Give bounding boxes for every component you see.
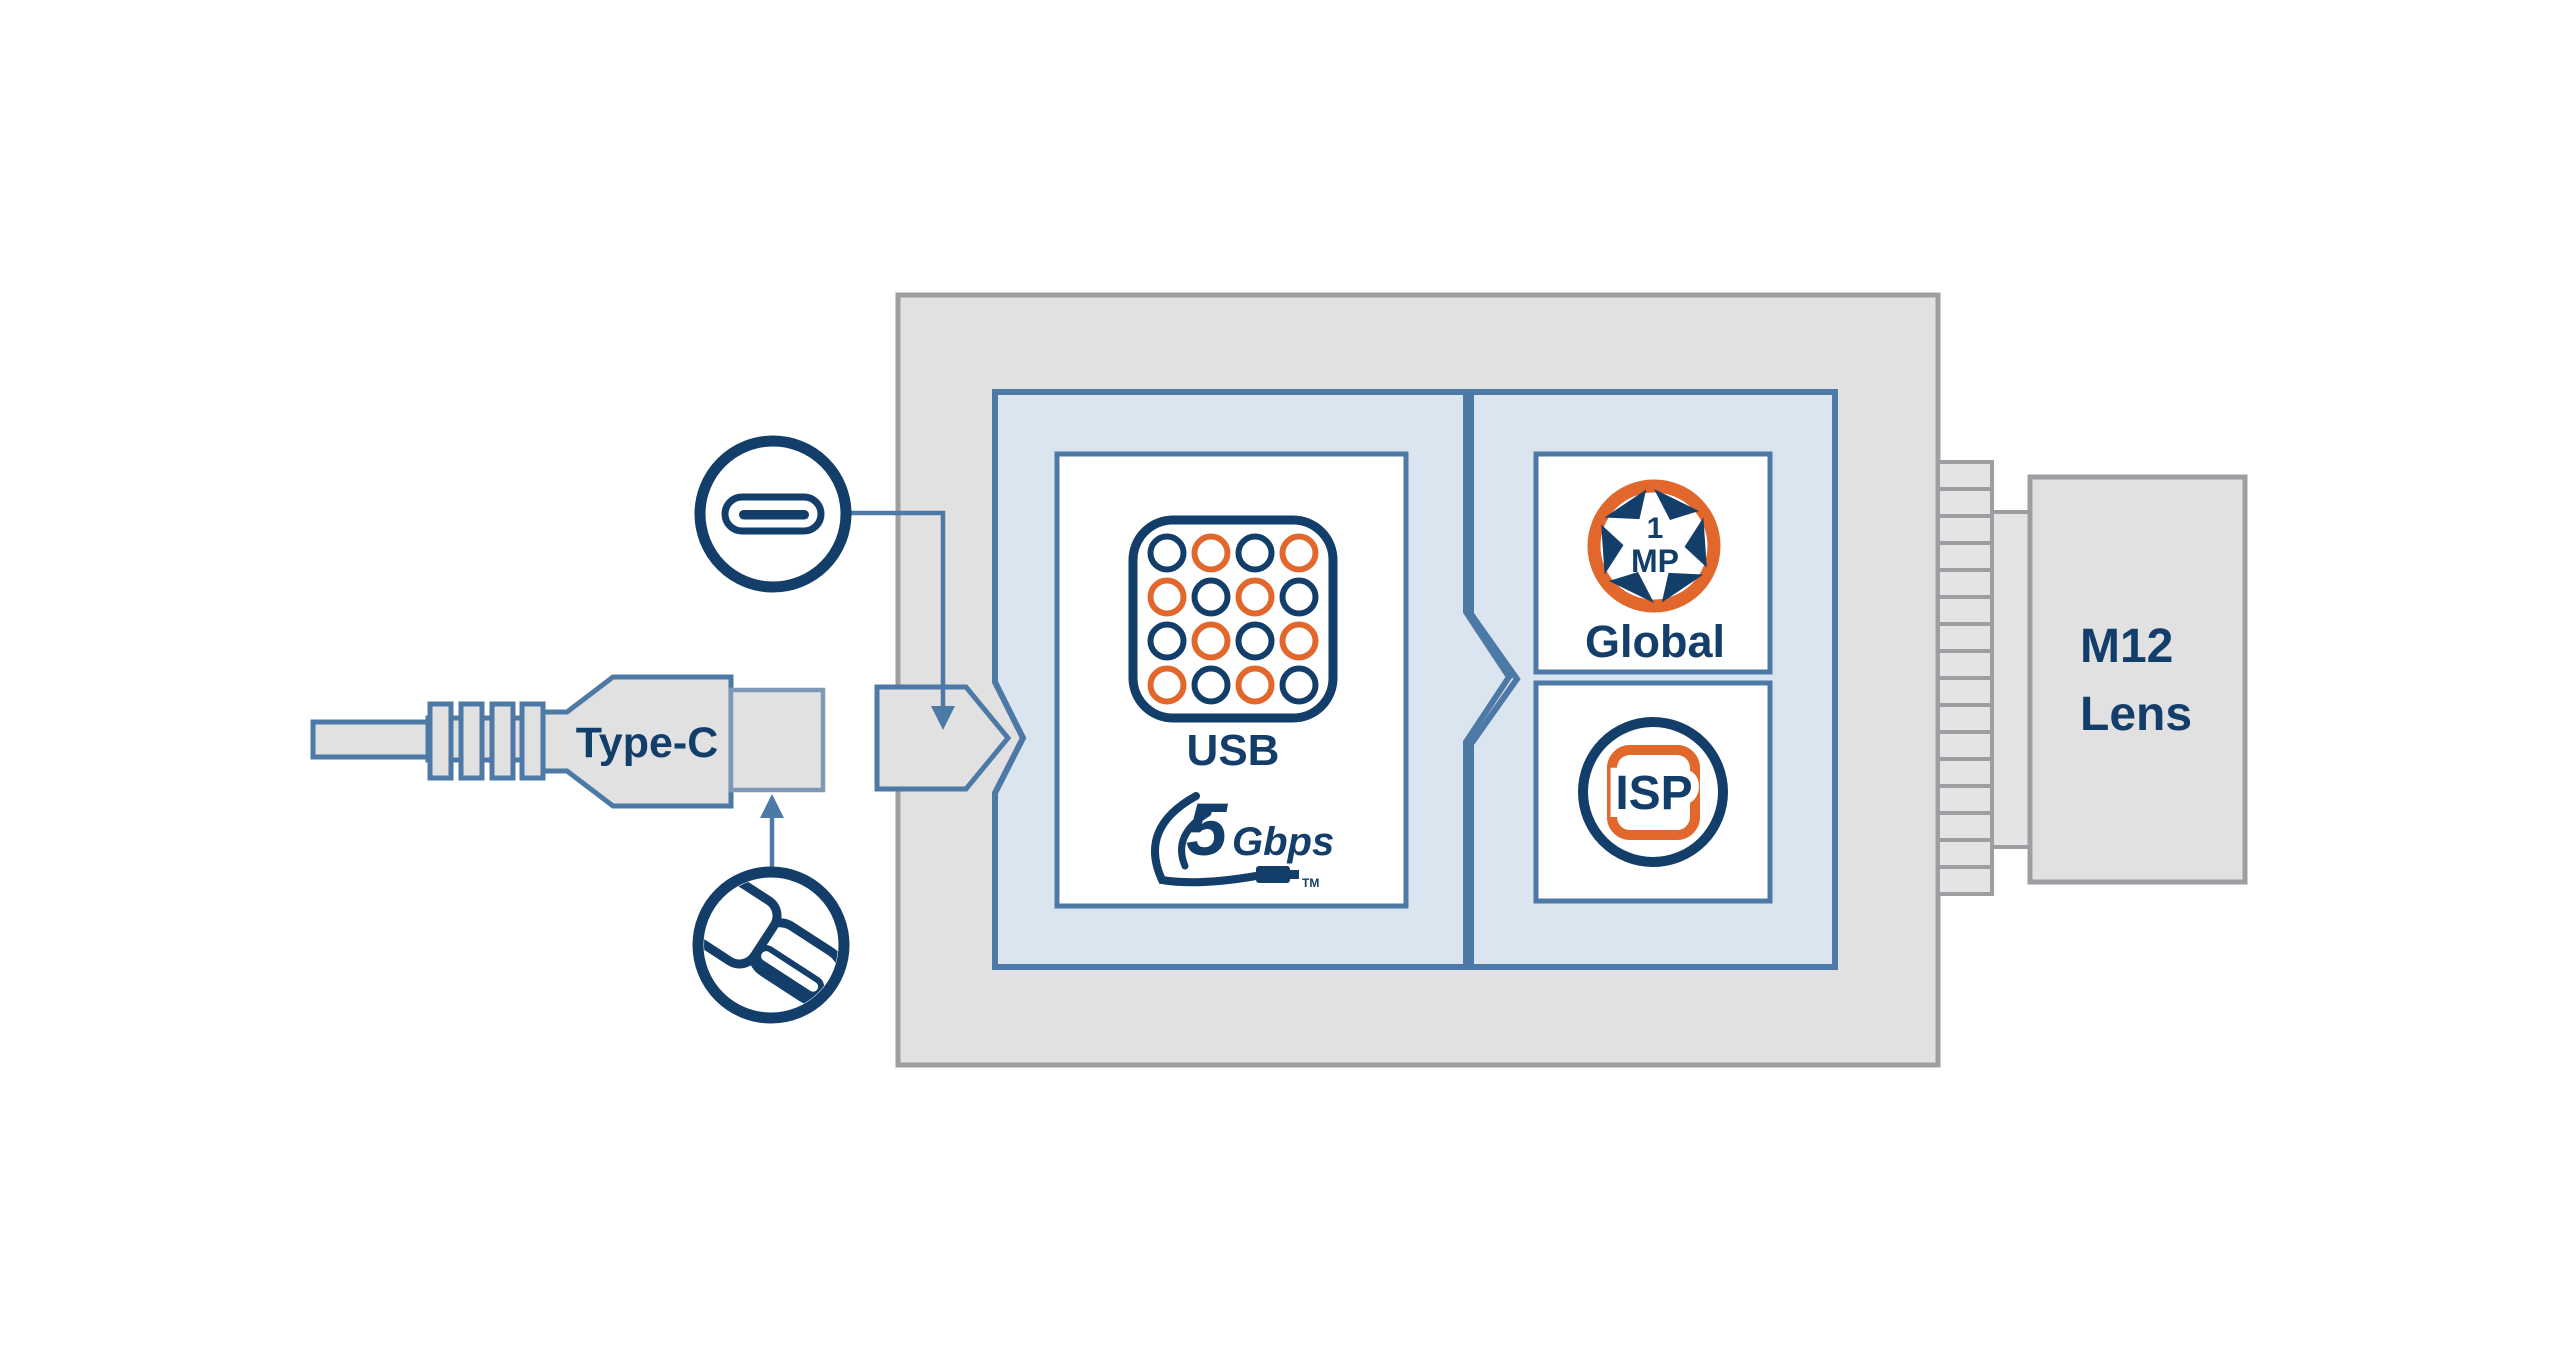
cable-rib xyxy=(458,701,485,781)
speed-unit: Gbps xyxy=(1232,820,1334,864)
shutter-label: Global xyxy=(1585,616,1725,667)
aperture-blade xyxy=(1609,572,1654,603)
thread-segment xyxy=(1936,784,1994,815)
sensor-resolution-value: 1 xyxy=(1647,512,1664,545)
cable-wire xyxy=(310,719,435,760)
aperture-blade xyxy=(1684,517,1707,568)
cable-rib xyxy=(489,701,516,781)
m12-lens-body xyxy=(2027,474,2248,885)
thread-segment xyxy=(1936,514,1994,545)
port-pill-bar xyxy=(739,510,809,520)
speed-plug-glyph-step xyxy=(1290,870,1299,879)
usb-pin xyxy=(1235,577,1275,617)
usb-type-c-plug-3d-icon xyxy=(704,878,838,1006)
usb-pin xyxy=(1191,621,1231,661)
usb-pin xyxy=(1191,533,1231,573)
usb-pin-grid-icon xyxy=(1128,515,1338,723)
thread-segment xyxy=(1936,622,1994,653)
thread-segment xyxy=(1936,757,1994,788)
thread-segment xyxy=(1936,460,1994,491)
usb-pin xyxy=(1279,621,1319,661)
thread-segment xyxy=(1936,649,1994,680)
type-c-plug-body xyxy=(540,674,734,809)
board-connector-pentagon xyxy=(874,684,1012,792)
thread-segment xyxy=(1936,730,1994,761)
usb-cable: Type-C xyxy=(310,674,826,809)
m12-lens-label-line2: Lens xyxy=(2080,688,2192,741)
sensor-resolution-unit: MP xyxy=(1631,543,1679,579)
isp-processing-icon: ISP xyxy=(1578,717,1728,867)
usb-pin xyxy=(1147,577,1187,617)
lens-barrel xyxy=(1990,510,2032,849)
cable-rib xyxy=(519,701,546,781)
thread-segment xyxy=(1936,676,1994,707)
aperture-blades xyxy=(1601,489,1707,603)
usb-pin xyxy=(1235,621,1275,661)
speed-arc-inner xyxy=(1178,809,1212,870)
thread-segment xyxy=(1936,703,1994,734)
speed-arc-outer xyxy=(1151,792,1260,887)
camera-aperture-icon: 1 MP xyxy=(1587,479,1721,613)
lens-thread xyxy=(1936,460,1994,896)
thread-segment xyxy=(1936,865,1994,896)
thread-segment xyxy=(1936,595,1994,626)
isp-label: ISP xyxy=(1615,767,1692,820)
usb-pin xyxy=(1147,665,1187,705)
aperture-blade xyxy=(1654,489,1699,520)
m12-lens-label-line1: M12 xyxy=(2080,620,2173,673)
usb-pin xyxy=(1235,533,1275,573)
thread-segment xyxy=(1936,541,1994,572)
trademark-label: TM xyxy=(1302,876,1319,890)
usb-type-c-port-icon xyxy=(721,493,825,535)
usb-pin-grid-pins xyxy=(1147,533,1319,705)
usb-pin xyxy=(1235,665,1275,705)
callout-connector-line xyxy=(851,510,946,706)
usb-pin-grid-frame xyxy=(1128,515,1338,723)
thread-segment xyxy=(1936,487,1994,518)
speed-plug-glyph xyxy=(1256,866,1290,883)
type-c-plug-tip xyxy=(728,687,826,793)
plug-callout-arrow-up-icon xyxy=(760,794,784,818)
usb-pin xyxy=(1279,577,1319,617)
type-c-plug-label: Type-C xyxy=(576,719,719,767)
thread-segment xyxy=(1936,838,1994,869)
thread-segment xyxy=(1936,811,1994,842)
usb-pin xyxy=(1191,665,1231,705)
aperture-blade xyxy=(1604,489,1647,520)
aperture-blade xyxy=(1601,524,1624,575)
speed-value: 5 xyxy=(1186,788,1229,871)
isp-bracket xyxy=(1607,745,1700,840)
cable-rib xyxy=(427,701,454,781)
usb-pin xyxy=(1147,533,1187,573)
aperture-blade xyxy=(1661,572,1704,603)
usb-pin xyxy=(1191,577,1231,617)
usb-pin xyxy=(1279,533,1319,573)
callout-arrow-down-icon xyxy=(931,706,955,730)
usb-pin xyxy=(1279,665,1319,705)
usb-label: USB xyxy=(1187,726,1280,775)
usb-5gbps-speed-logo: 5 Gbps TM xyxy=(1151,788,1334,890)
thread-segment xyxy=(1936,568,1994,599)
usb-pin xyxy=(1147,621,1187,661)
